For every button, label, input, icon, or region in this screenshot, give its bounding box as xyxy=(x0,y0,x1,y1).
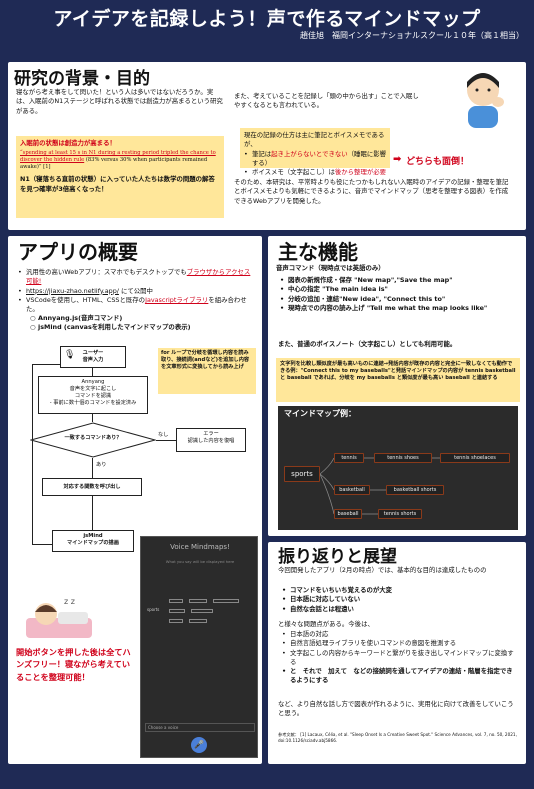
issue-item: 日本語に対応していない xyxy=(282,595,518,605)
flow-call: 対応する関数を呼び出し xyxy=(42,478,142,496)
flow-decision-diamond xyxy=(30,422,156,458)
overview-panel: アプリの概要 汎用性の高いWebアプリ：スマホでもデスクトップでもブラウザからア… xyxy=(8,236,262,764)
issue-item: コマンドをいちいち覚えるのが大変 xyxy=(282,586,518,596)
quote-box: 入眠前の状態は創造力が高まる！ “spending at least 15 s … xyxy=(16,136,224,218)
feature-item: 現時点での内容の読み上げ "Tell me what the map looks… xyxy=(280,304,520,314)
list-item: VSCodeを使用し、HTML、CSSと既存のJavascriptライブラリを組… xyxy=(18,296,256,315)
background-intro: 寝ながら考え事をして閃いた！という人は多いではないだろうか。実は、入眠前のN1ス… xyxy=(16,88,223,115)
mindmap-node: tennis shoelaces xyxy=(440,453,510,463)
flow-note: for ループで分岐を循環し内容を読み取り、接続詞(andなど)を追加し内容を文… xyxy=(158,348,256,394)
record-item: ボイスメモ（文字起こし）は後から整理が必要 xyxy=(244,168,386,178)
flow-yes: あり xyxy=(96,462,107,468)
app-title: Voice Mindmaps! xyxy=(170,543,230,551)
mindmap-node: tennis xyxy=(334,453,364,463)
reflection-p2: と様々な問題点がある。今後は、 xyxy=(278,620,374,628)
list-item: https://jiaxu-zhao.netlify.app/ にて公開中 xyxy=(18,286,256,297)
flow-jsmind: jsMind マインドマップの描画 xyxy=(52,530,134,552)
features-heading: 主な機能 xyxy=(278,240,358,264)
start-button[interactable]: 🎤 xyxy=(191,737,207,753)
background-heading: 研究の背景・目的 xyxy=(14,69,150,89)
record-box: 現在の記録の仕方は主に筆記とボイスメモであるが、 筆記は起き上がらないとできない… xyxy=(240,128,390,178)
overview-heading: アプリの概要 xyxy=(18,240,138,264)
mindmap-node: sports xyxy=(284,466,320,482)
reflection-p1: 今回開発したアプリ（2月の時点）では、基本的な目的は達成したものの xyxy=(278,566,487,574)
poster-title: アイデアを記録しよう！声で作るマインドマップ xyxy=(53,8,481,30)
mindmap-node: tennis shorts xyxy=(378,509,422,519)
record-title: 現在の記録の仕方は主に筆記とボイスメモであるが、 xyxy=(244,131,385,149)
both-problem: どちらも面倒！ xyxy=(406,157,470,167)
record-item: 筆記は起き上がらないとできない（睡眠に影響する） xyxy=(244,150,386,169)
reflection-panel: 振り返りと展望 今回開発したアプリ（2月の時点）では、基本的な目的は達成したもの… xyxy=(268,542,526,764)
mindmap-node: tennis shoes xyxy=(374,453,432,463)
issue-item: 自然な会話とは程遠い xyxy=(282,605,518,615)
mindmap-example: マインドマップ例： sports tennis tennis shoes ten… xyxy=(278,406,518,530)
future-item: 日本語の対応 xyxy=(282,630,518,640)
future-item: と それで 加えて などの接続詞を通してアイデアの連結・階層を指定できるようにす… xyxy=(282,667,518,686)
feature-item: 分岐の追加・連結"New idea", "Connect this to" xyxy=(280,295,520,305)
flow-no: なし xyxy=(158,432,169,438)
lib-item: Annyang.js(音声コマンド) xyxy=(30,314,250,324)
mindmap-node: baseball xyxy=(334,509,362,519)
flow-annyang: Annyang 音声を文字に起こし コマンドを認識 - 事前に数十個のコマンドを… xyxy=(38,376,148,414)
background-p2: また、考えていることを記録し「頭の中から出す」ことで入眠しやすくなるとも言われて… xyxy=(234,92,419,110)
reflection-p3: など、より自然な話し方で図表が作れるように、実用化に向けて改善をしていこうと思う… xyxy=(278,700,514,718)
issues-list: コマンドをいちいち覚えるのが大変 日本語に対応していない 自然な会話とは程遠い xyxy=(282,586,518,614)
features-note: また、普通のボイスノート（文字起こし）としても利用可能。 xyxy=(278,340,457,348)
future-item: 自然言語処理ライブラリを使いコマンドの意図を推測する xyxy=(282,639,518,649)
voice-select[interactable]: Choose a voice xyxy=(145,723,255,732)
sleeping-person-icon: z z xyxy=(26,597,92,638)
quote-conclusion: N1（寝落ちる直前の状態）に入っていた人たちは数学の問題の解答を見つ確率が3倍高… xyxy=(20,175,215,193)
microphone-icon: 🎙 xyxy=(64,350,76,360)
overview-list: 汎用性の高いWebアプリ：スマホでもデスクトップでもブラウザからアクセス可能! … xyxy=(18,268,256,314)
features-panel: 主な機能 音声コマンド（現時点では英語のみ） 図表の新規作成・保存 "New m… xyxy=(268,236,526,536)
background-p3: そのため、本研究は、平常時よりも役にたつかもしれない入眠時のアイデアの記録・整理… xyxy=(234,178,509,205)
flow-error: エラー 認識した内容を復唱 xyxy=(176,428,246,452)
app-url-link[interactable]: https://jiaxu-zhao.netlify.app/ xyxy=(26,286,119,295)
flow-user: ユーザー 音声入力 xyxy=(60,346,126,368)
author-line: 趙佳旭 福岡インターナショナルスクール１０年（高１相当） xyxy=(300,31,524,40)
reference: 参考文献： [1] Lacaux, Célia, et al. "Sleep O… xyxy=(278,732,517,743)
arrow-right-icon: ➡ xyxy=(393,154,402,165)
quote-title: 入眠前の状態は創造力が高まる！ xyxy=(20,139,116,147)
reflection-heading: 振り返りと展望 xyxy=(278,547,397,567)
feature-item: 図表の新規作成・保存 "New map","Save the map" xyxy=(280,276,520,286)
mindmap-connectors xyxy=(319,457,440,515)
future-list: 日本語の対応 自然言語処理ライブラリを使いコマンドの意図を推測する 文字起こしの… xyxy=(282,630,518,686)
quote-text: “spending at least 15 s in N1 during a r… xyxy=(20,150,216,171)
features-intro: 音声コマンド（現時点では英語のみ） xyxy=(276,264,385,272)
similarity-box: 文字列を比較し類似度が最も高いものに連結→発話内容が既存の内容と完全に一致しなく… xyxy=(276,358,520,402)
future-item: 文字起こしの内容からキーワードと繋がりを抜き出しマインドマップに変換する xyxy=(282,649,518,668)
overview-caption: 開始ボタンを押した後は全てハンズフリー！寝ながら考えていることを整理可能！ xyxy=(16,647,131,682)
app-screenshot: Voice Mindmaps! What you say will be dis… xyxy=(140,536,258,758)
svg-text:z z: z z xyxy=(64,597,75,606)
mindmap-node: basketball shorts xyxy=(386,485,444,495)
mindmap-node: basketball xyxy=(334,485,370,495)
features-list: 図表の新規作成・保存 "New map","Save the map" 中心の指… xyxy=(280,276,520,313)
flow-decision: 一致するコマンドあり？ xyxy=(64,435,122,441)
mindmap-title: マインドマップ例： xyxy=(284,409,356,418)
lib-item: jsMind (canvasを利用したマインドマップの表示) xyxy=(30,323,250,333)
lib-list: Annyang.js(音声コマンド) jsMind (canvasを利用したマイ… xyxy=(30,314,250,333)
background-panel: 研究の背景・目的 寝ながら考え事をして閃いた！という人は多いではないだろうか。実… xyxy=(8,62,526,230)
feature-item: 中心の指定 "The main idea is" xyxy=(280,285,520,295)
thinking-person-icon xyxy=(467,73,504,128)
list-item: 汎用性の高いWebアプリ：スマホでもデスクトップでもブラウザからアクセス可能! xyxy=(18,268,256,287)
app-subtitle: What you say will be displayed here xyxy=(165,559,235,564)
